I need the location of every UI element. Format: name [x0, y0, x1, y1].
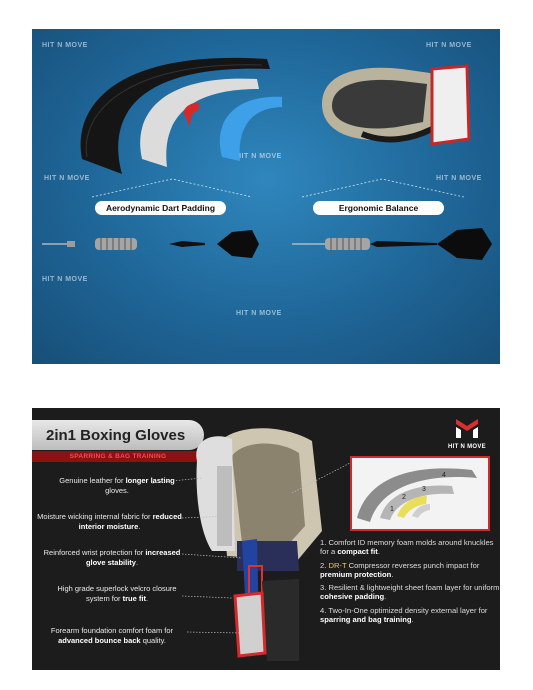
padding-layers-illustration	[80, 57, 282, 174]
watermark: HIT N MOVE	[236, 310, 282, 317]
subtitle-banner: SPARRING & BAG TRAINING	[32, 451, 204, 462]
label-ergonomic-balance: Ergonomic Balance	[313, 201, 444, 215]
watermark: HIT N MOVE	[436, 175, 482, 182]
assembled-dart-illustration	[292, 228, 492, 260]
watermark: HIT N MOVE	[236, 153, 282, 160]
inset-number: 4	[442, 472, 446, 479]
brand-logo: HIT N MOVE	[442, 417, 492, 450]
watermark: HIT N MOVE	[42, 276, 88, 283]
inset-number: 2	[402, 494, 406, 501]
callout-forearm: Forearm foundation comfort foam for adva…	[50, 626, 174, 645]
list-item: 1. Comfort ID memory foam molds around k…	[320, 538, 494, 557]
layer-list: 1. Comfort ID memory foam molds around k…	[320, 538, 500, 628]
watermark: HIT N MOVE	[42, 42, 88, 49]
glove-cutaway-illustration	[322, 64, 471, 146]
foam-layers-icon	[357, 468, 477, 522]
guide-lines	[91, 178, 465, 198]
callout-wrist: Reinforced wrist protection for increase…	[43, 548, 181, 567]
watermark: HIT N MOVE	[426, 42, 472, 49]
exploded-dart-illustration	[42, 230, 259, 258]
inset-number: 1	[390, 506, 394, 513]
callout-velcro: High grade superlock velcro closure syst…	[57, 584, 177, 603]
product-image-boxing-gloves: 2in1 Boxing Gloves SPARRING & BAG TRAINI…	[32, 408, 500, 670]
boxing-glove-illustration	[196, 428, 322, 661]
callout-lines	[151, 462, 351, 634]
brand-name: HIT N MOVE	[447, 444, 486, 450]
list-item: 3. Resilient & lightweight sheet foam la…	[320, 583, 500, 602]
callout-leather: Genuine leather for longer lasting glove…	[59, 476, 175, 495]
list-item: 4. Two-In-One optimized density external…	[320, 605, 488, 625]
product-image-padding-balance: HIT N MOVE HIT N MOVE HIT N MOVE HIT N M…	[32, 29, 500, 364]
callout-moisture: Moisture wicking internal fabric for red…	[37, 512, 182, 531]
watermark: HIT N MOVE	[44, 175, 90, 182]
label-aerodynamic-dart-padding: Aerodynamic Dart Padding	[95, 201, 226, 215]
list-item: 2. DR-T Compressor reverses punch impact…	[320, 560, 480, 579]
layer-detail-inset: 1 2 3 4	[350, 456, 490, 531]
brand-logo-icon	[456, 419, 478, 438]
page-title: 2in1 Boxing Gloves	[46, 426, 186, 444]
inset-number: 3	[422, 486, 426, 493]
title-banner: 2in1 Boxing Gloves	[32, 420, 204, 450]
